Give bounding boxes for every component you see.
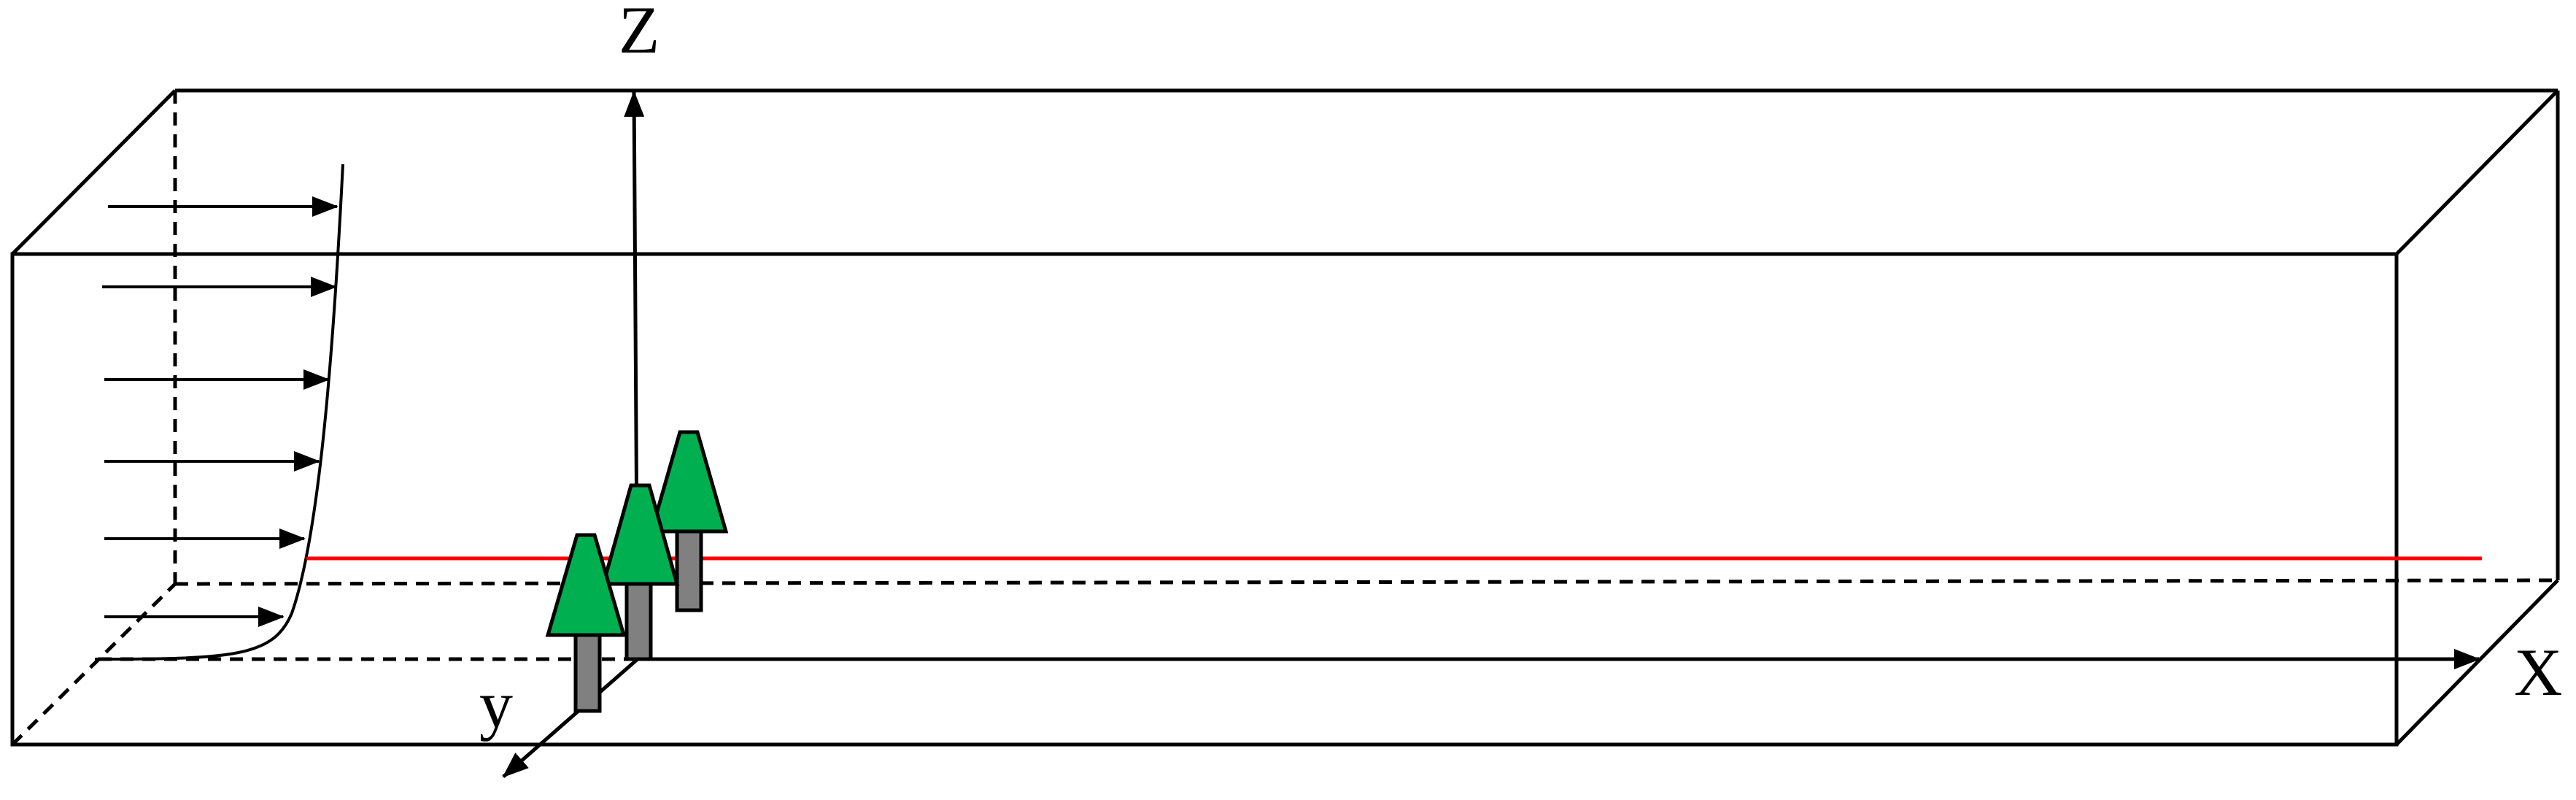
x-axis-label: X [2514, 635, 2562, 709]
hidden-edges [11, 91, 2558, 746]
tree-crown [600, 483, 680, 586]
y-axis [502, 658, 639, 778]
tree-icon [545, 533, 627, 713]
y-axis-label: y [479, 667, 513, 742]
tree-trunk [573, 633, 602, 713]
box-front-face [10, 252, 2399, 747]
box-top-left-edge [11, 89, 177, 255]
tree-icon [600, 483, 680, 661]
tree-group [545, 430, 729, 713]
tree-crown [649, 430, 729, 534]
tree-crown [545, 533, 627, 637]
hidden-bottom-left-edge [11, 582, 177, 746]
tree-icon [649, 430, 729, 612]
tree-trunk [624, 582, 653, 661]
hidden-back-bottom-edge [174, 578, 2558, 586]
wind-arrows [102, 196, 339, 627]
domain-box [10, 88, 2560, 747]
coordinate-axes [502, 91, 2480, 778]
velocity-profile-curve [94, 164, 344, 661]
tree-trunk [675, 529, 703, 612]
box-top-right-edge [2395, 89, 2559, 255]
z-axis-label: Z [619, 0, 660, 67]
